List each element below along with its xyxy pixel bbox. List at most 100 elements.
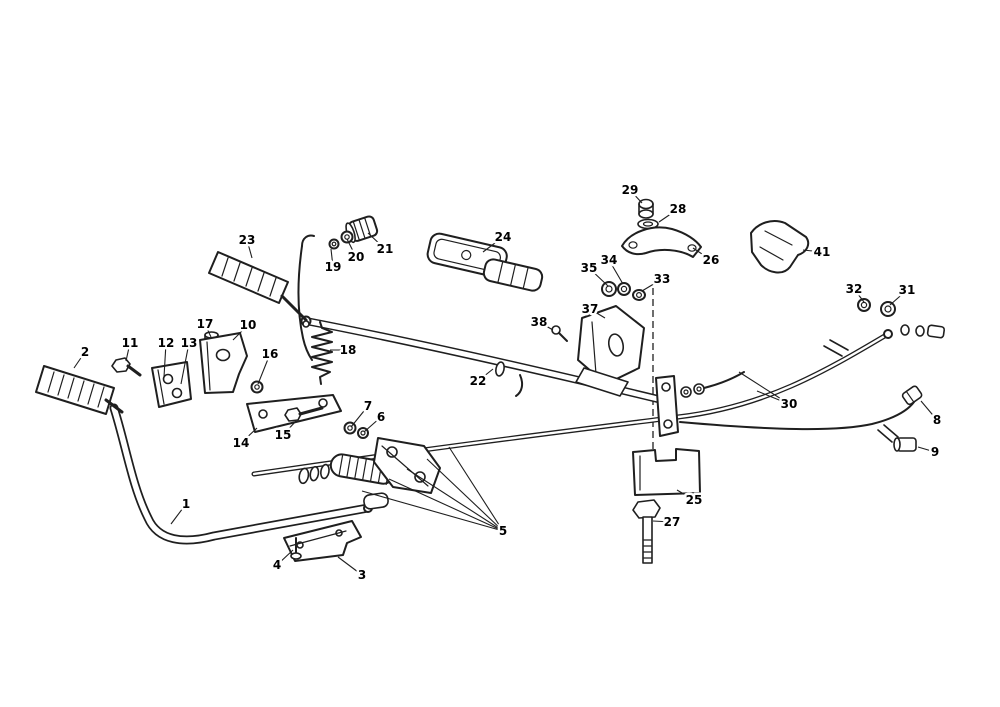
part-cap-nut-29 [638,198,654,219]
callout-25: 25 [686,493,703,507]
leader-line-30 [738,371,790,405]
leader-line-5 [361,490,504,532]
leader-line-2 [73,351,86,369]
leader-line-5 [406,468,504,532]
callout-16: 16 [262,347,279,361]
leader-line-35 [588,267,609,287]
callout-37: 37 [582,302,599,316]
part-washer-32 [857,298,871,312]
part-washer-20 [340,230,354,244]
leader-line-20 [346,238,357,258]
leader-line-10 [232,324,249,341]
part-bracket-10 [199,332,248,394]
callout-31: 31 [899,283,916,297]
leader-line-12 [163,342,167,378]
leader-line-19 [330,248,334,268]
callout-2: 2 [81,345,89,359]
leader-line-32 [853,288,865,303]
part-pedal-pad [35,365,124,415]
part-bracket-12 [151,361,192,408]
callout-17: 17 [197,317,214,331]
part-pad-24b [482,258,544,292]
callout-24: 24 [495,230,512,244]
callout-21: 21 [377,242,394,256]
leader-line-9 [917,446,936,453]
callout-29: 29 [622,183,639,197]
leader-line-30 [756,390,790,405]
callout-23: 23 [239,233,256,247]
leader-line-22 [477,368,494,382]
callout-30: 30 [781,397,798,411]
part-bolt-27 [632,499,661,564]
callout-22: 22 [470,374,487,388]
leader-line-6 [363,416,382,433]
part-bolt-38 [551,325,568,342]
callout-15: 15 [275,428,292,442]
callout-14: 14 [233,436,250,450]
callout-9: 9 [931,445,939,459]
part-block-25 [632,448,701,496]
leader-line-23 [246,239,253,259]
callout-26: 26 [703,253,720,267]
part-washer-19 [328,238,340,250]
part-cap-9 [893,437,917,452]
callout-28: 28 [670,202,687,216]
part-washer-34 [617,282,631,296]
part-bracket-41 [750,220,810,274]
callout-32: 32 [846,282,863,296]
leader-line-27 [652,520,673,523]
leader-line-14 [240,427,258,444]
leader-line-16 [257,353,271,385]
leader-line-28 [658,208,679,223]
callout-34: 34 [601,253,618,267]
part-bolt-15 [284,406,324,422]
part-brake-rod [297,234,315,361]
part-shaft-post [655,371,745,437]
callout-4: 4 [273,558,281,572]
callout-7: 7 [364,399,372,413]
leader-line-33 [641,278,663,292]
leader-line-21 [367,232,386,250]
part-ball-joint-8 [901,385,923,406]
leader-line-11 [125,342,131,362]
leader-line-31 [889,289,908,306]
leader-line-41 [802,249,823,253]
part-spring-washers [298,463,330,485]
callout-3: 3 [358,568,366,582]
callout-41: 41 [814,245,831,259]
part-link-26 [621,226,702,258]
leader-line-38 [538,321,554,331]
callout-18: 18 [340,343,357,357]
leader-line-1 [170,503,187,525]
leader-line-37 [589,308,606,319]
part-tie-rod-right [679,401,915,443]
callout-11: 11 [122,336,139,350]
callout-6: 6 [377,410,385,424]
leader-line-5 [448,446,504,532]
leader-line-15 [282,420,297,436]
part-bolt-4 [290,537,302,560]
part-hand-lever [208,251,310,328]
callout-33: 33 [654,272,671,286]
callout-19: 19 [325,260,342,274]
part-spring-18 [311,321,333,385]
callout-8: 8 [933,413,941,427]
callout-27: 27 [664,515,681,529]
leader-line-7 [350,405,369,428]
callout-20: 20 [348,250,365,264]
callout-12: 12 [158,336,175,350]
leader-line-17 [204,323,212,338]
leader-line-34 [608,259,624,285]
part-bolt-11 [111,357,142,377]
leader-line-5 [426,458,504,532]
part-washer-33 [632,289,646,301]
leader-line-26 [692,247,712,261]
callout-1: 1 [182,497,190,511]
part-pedal-arm [109,403,373,545]
part-washer-31 [880,301,896,317]
callout-13: 13 [181,336,198,350]
part-plate-3 [283,520,362,562]
